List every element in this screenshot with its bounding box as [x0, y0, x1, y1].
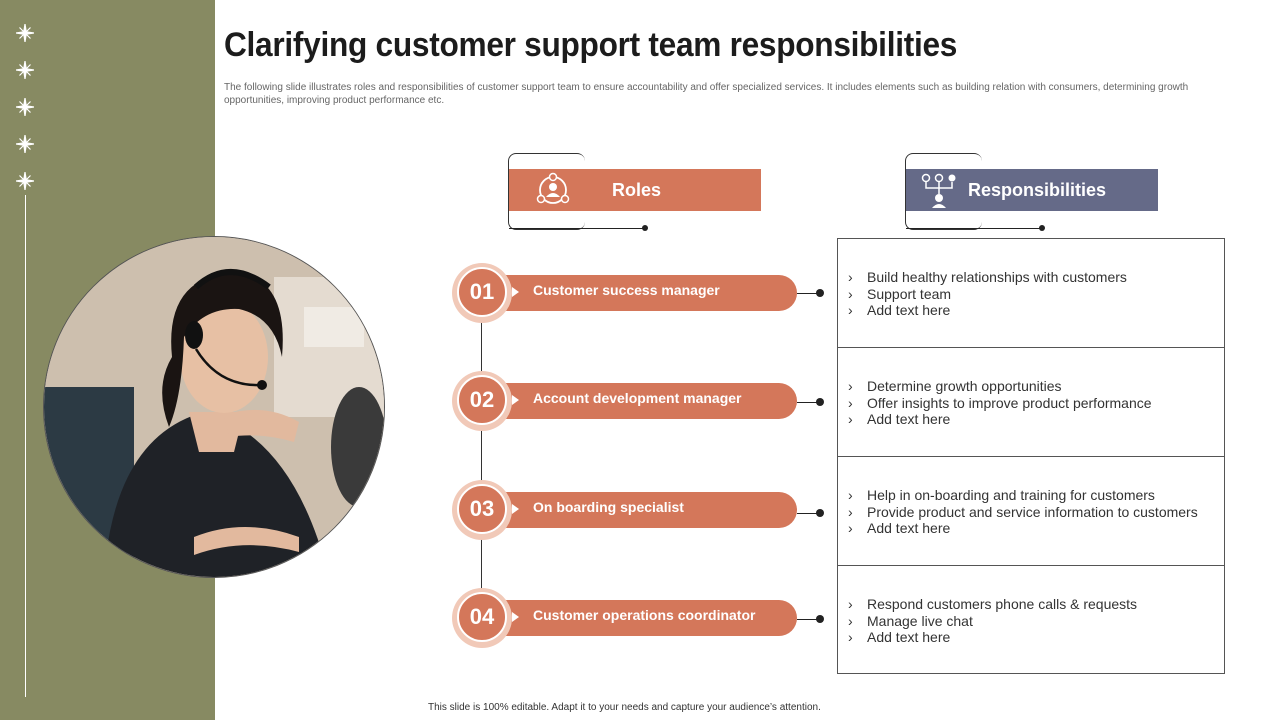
role-number-badge: 02 [457, 375, 507, 425]
roles-header-label: Roles [612, 180, 661, 201]
role-label: Customer success manager [533, 282, 720, 298]
list-item: ›Add text here [848, 411, 1152, 428]
responsibility-list: ›Determine growth opportunities ›Offer i… [848, 378, 1152, 428]
role-label: Customer operations coordinator [533, 607, 755, 623]
chevron-right-icon: › [848, 269, 867, 286]
list-item: ›Respond customers phone calls & request… [848, 596, 1137, 613]
sparkle-icon [16, 24, 34, 42]
responsibility-box: ›Determine growth opportunities ›Offer i… [837, 347, 1225, 457]
roles-header-underline [509, 228, 645, 229]
responsibilities-header-underline [906, 228, 1042, 229]
sparkle-icon [16, 98, 34, 116]
timeline-connector [481, 322, 482, 590]
responsibility-list: ›Build healthy relationships with custom… [848, 269, 1127, 319]
role-number-badge: 04 [457, 592, 507, 642]
role-label: On boarding specialist [533, 499, 684, 515]
responsibility-box: ›Help in on-boarding and training for cu… [837, 456, 1225, 566]
role-row: 02 Account development manager [452, 371, 797, 431]
list-item: ›Build healthy relationships with custom… [848, 269, 1127, 286]
chevron-right-icon: › [848, 629, 867, 646]
hierarchy-icon [920, 172, 958, 208]
chevron-right-icon: › [848, 596, 867, 613]
role-number-badge: 03 [457, 484, 507, 534]
responsibility-box: ›Build healthy relationships with custom… [837, 238, 1225, 348]
role-label: Account development manager [533, 390, 742, 406]
chevron-right-icon: › [848, 411, 867, 428]
list-item: ›Help in on-boarding and training for cu… [848, 487, 1198, 504]
chevron-right-icon: › [848, 520, 867, 537]
play-arrow-icon [512, 395, 519, 405]
role-connector-dot [816, 289, 824, 297]
list-item: ›Add text here [848, 520, 1198, 537]
list-item: ›Add text here [848, 302, 1127, 319]
role-connector-dot [816, 615, 824, 623]
sidebar-divider-line [25, 195, 26, 697]
sparkle-icon [16, 135, 34, 153]
responsibility-list: ›Help in on-boarding and training for cu… [848, 487, 1198, 537]
responsibilities-header-dot [1039, 225, 1045, 231]
roles-header-dot [642, 225, 648, 231]
chevron-right-icon: › [848, 613, 867, 630]
sparkle-icon [16, 61, 34, 79]
team-network-icon [535, 172, 571, 208]
play-arrow-icon [512, 287, 519, 297]
list-item: ›Provide product and service information… [848, 504, 1198, 521]
list-item: ›Determine growth opportunities [848, 378, 1152, 395]
role-row: 01 Customer success manager [452, 263, 797, 323]
responsibility-box: ›Respond customers phone calls & request… [837, 565, 1225, 674]
roles-header: Roles [509, 169, 761, 211]
role-row: 03 On boarding specialist [452, 480, 797, 540]
responsibilities-header: Responsibilities [906, 169, 1158, 211]
role-number-badge: 01 [457, 267, 507, 317]
play-arrow-icon [512, 612, 519, 622]
list-item: ›Manage live chat [848, 613, 1137, 630]
page-title: Clarifying customer support team respons… [224, 26, 957, 65]
support-agent-photo [43, 236, 385, 578]
responsibilities-header-label: Responsibilities [968, 180, 1106, 201]
responsibility-list: ›Respond customers phone calls & request… [848, 596, 1137, 646]
role-connector-dot [816, 398, 824, 406]
chevron-right-icon: › [848, 504, 867, 521]
sparkle-icon [16, 172, 34, 190]
role-connector-dot [816, 509, 824, 517]
chevron-right-icon: › [848, 286, 867, 303]
footer-note: This slide is 100% editable. Adapt it to… [428, 702, 821, 713]
play-arrow-icon [512, 504, 519, 514]
chevron-right-icon: › [848, 302, 867, 319]
role-row: 04 Customer operations coordinator [452, 588, 797, 648]
list-item: ›Add text here [848, 629, 1137, 646]
chevron-right-icon: › [848, 395, 867, 412]
chevron-right-icon: › [848, 487, 867, 504]
page-description: The following slide illustrates roles an… [224, 81, 1228, 107]
chevron-right-icon: › [848, 378, 867, 395]
list-item: ›Support team [848, 286, 1127, 303]
list-item: ›Offer insights to improve product perfo… [848, 395, 1152, 412]
